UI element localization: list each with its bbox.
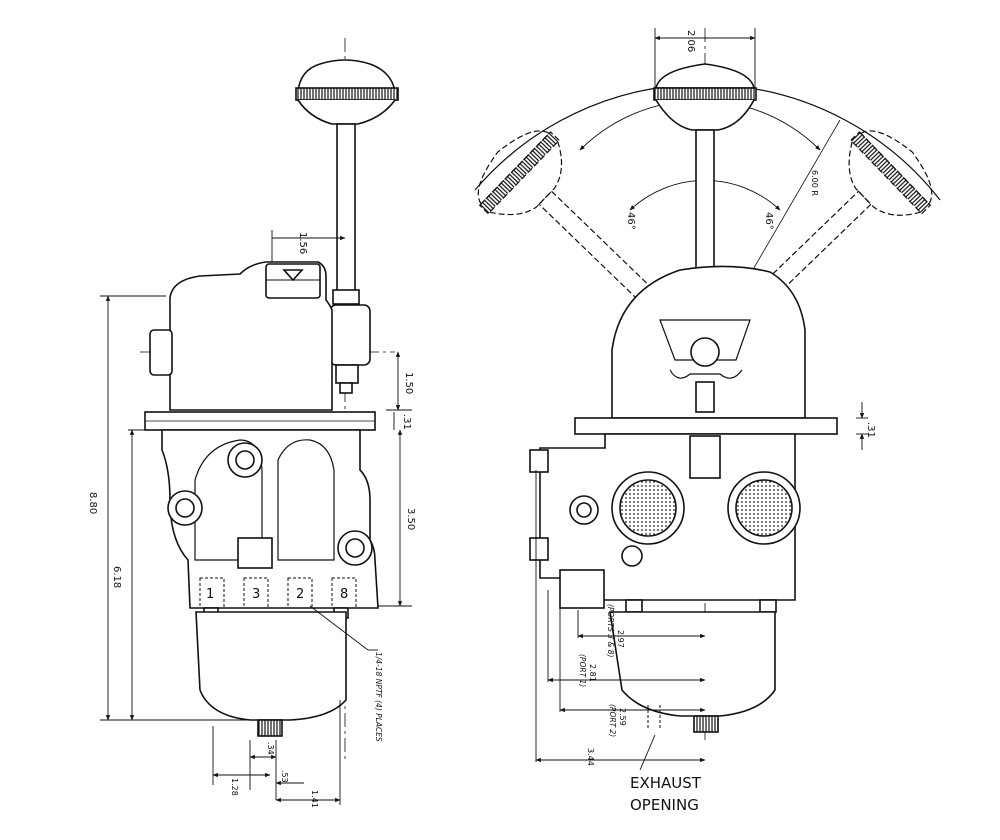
dim-angle-left: 46° (625, 212, 636, 230)
side-upper-housing (169, 261, 333, 411)
dim-port-1-note: (PORT 1) (578, 654, 587, 687)
dim-ports-3-8: 2.97 (616, 630, 625, 648)
dim-total-height: 8.80 (87, 492, 98, 514)
dim-front-flange: .31 (865, 422, 876, 438)
dim-side-flange: .31 (401, 414, 412, 430)
dim-lower-height: 6.18 (111, 566, 122, 588)
dim-outlet-d: 1.41 (310, 790, 319, 808)
front-flange (574, 417, 838, 435)
dim-ports-3-8-note: (PORTS 3 & 8) (606, 604, 615, 657)
dim-pivot-height: 1.50 (403, 372, 414, 394)
side-port-boss-upper (227, 442, 263, 478)
front-lower-casing (609, 611, 776, 717)
dim-port-2: 2.59 (618, 708, 627, 726)
dim-knob-width: 2.06 (685, 30, 696, 52)
port-label-3: 3 (252, 587, 260, 602)
side-port-boss-right (337, 530, 373, 566)
dim-outlet-b: .53 (280, 770, 289, 783)
exhaust-callout-line2: OPENING (630, 796, 699, 814)
front-view (474, 28, 941, 771)
front-knob-center (653, 63, 757, 131)
dim-angle-right: 46° (763, 212, 774, 230)
exhaust-callout-line1: EXHAUST (630, 774, 701, 792)
dim-overall-depth: 3.44 (586, 748, 595, 766)
port-label-2: 2 (296, 587, 304, 602)
dim-lever-offset: 1.56 (297, 232, 308, 254)
dim-port-2-note: (PORT 2) (608, 704, 617, 737)
port-label-1: 1 (206, 587, 214, 602)
port-label-8: 8 (340, 587, 348, 602)
side-lever-shaft (336, 123, 356, 295)
dim-body-height: 3.50 (405, 508, 416, 530)
port-thread-note: 1/4-18 NPTF (4) PLACES (374, 652, 383, 742)
side-view (100, 38, 412, 805)
side-port-boss-left (167, 490, 203, 526)
dim-outlet-a: .34 (266, 742, 275, 755)
side-exhaust-nozzle (257, 719, 283, 737)
side-valve-body (161, 429, 379, 609)
exhaust-opening-callout: EXHAUST OPENING (630, 772, 740, 816)
side-view-text: 1.56 8.80 6.18 1.50 .31 3.50 .34 .53 1.2… (87, 232, 416, 808)
side-knob (295, 59, 399, 125)
side-pivot-sleeve (329, 304, 371, 366)
front-exhaust-nozzle (693, 715, 719, 733)
dim-port-1: 2.81 (588, 664, 597, 682)
dim-outlet-c: 1.28 (230, 778, 239, 796)
side-lower-casing (195, 611, 347, 721)
dim-swing-radius: 6.00 R (810, 170, 819, 196)
front-view-text: 2.06 6.00 R 46° 46° .31 2.97 (PORTS 3 & … (578, 30, 876, 766)
